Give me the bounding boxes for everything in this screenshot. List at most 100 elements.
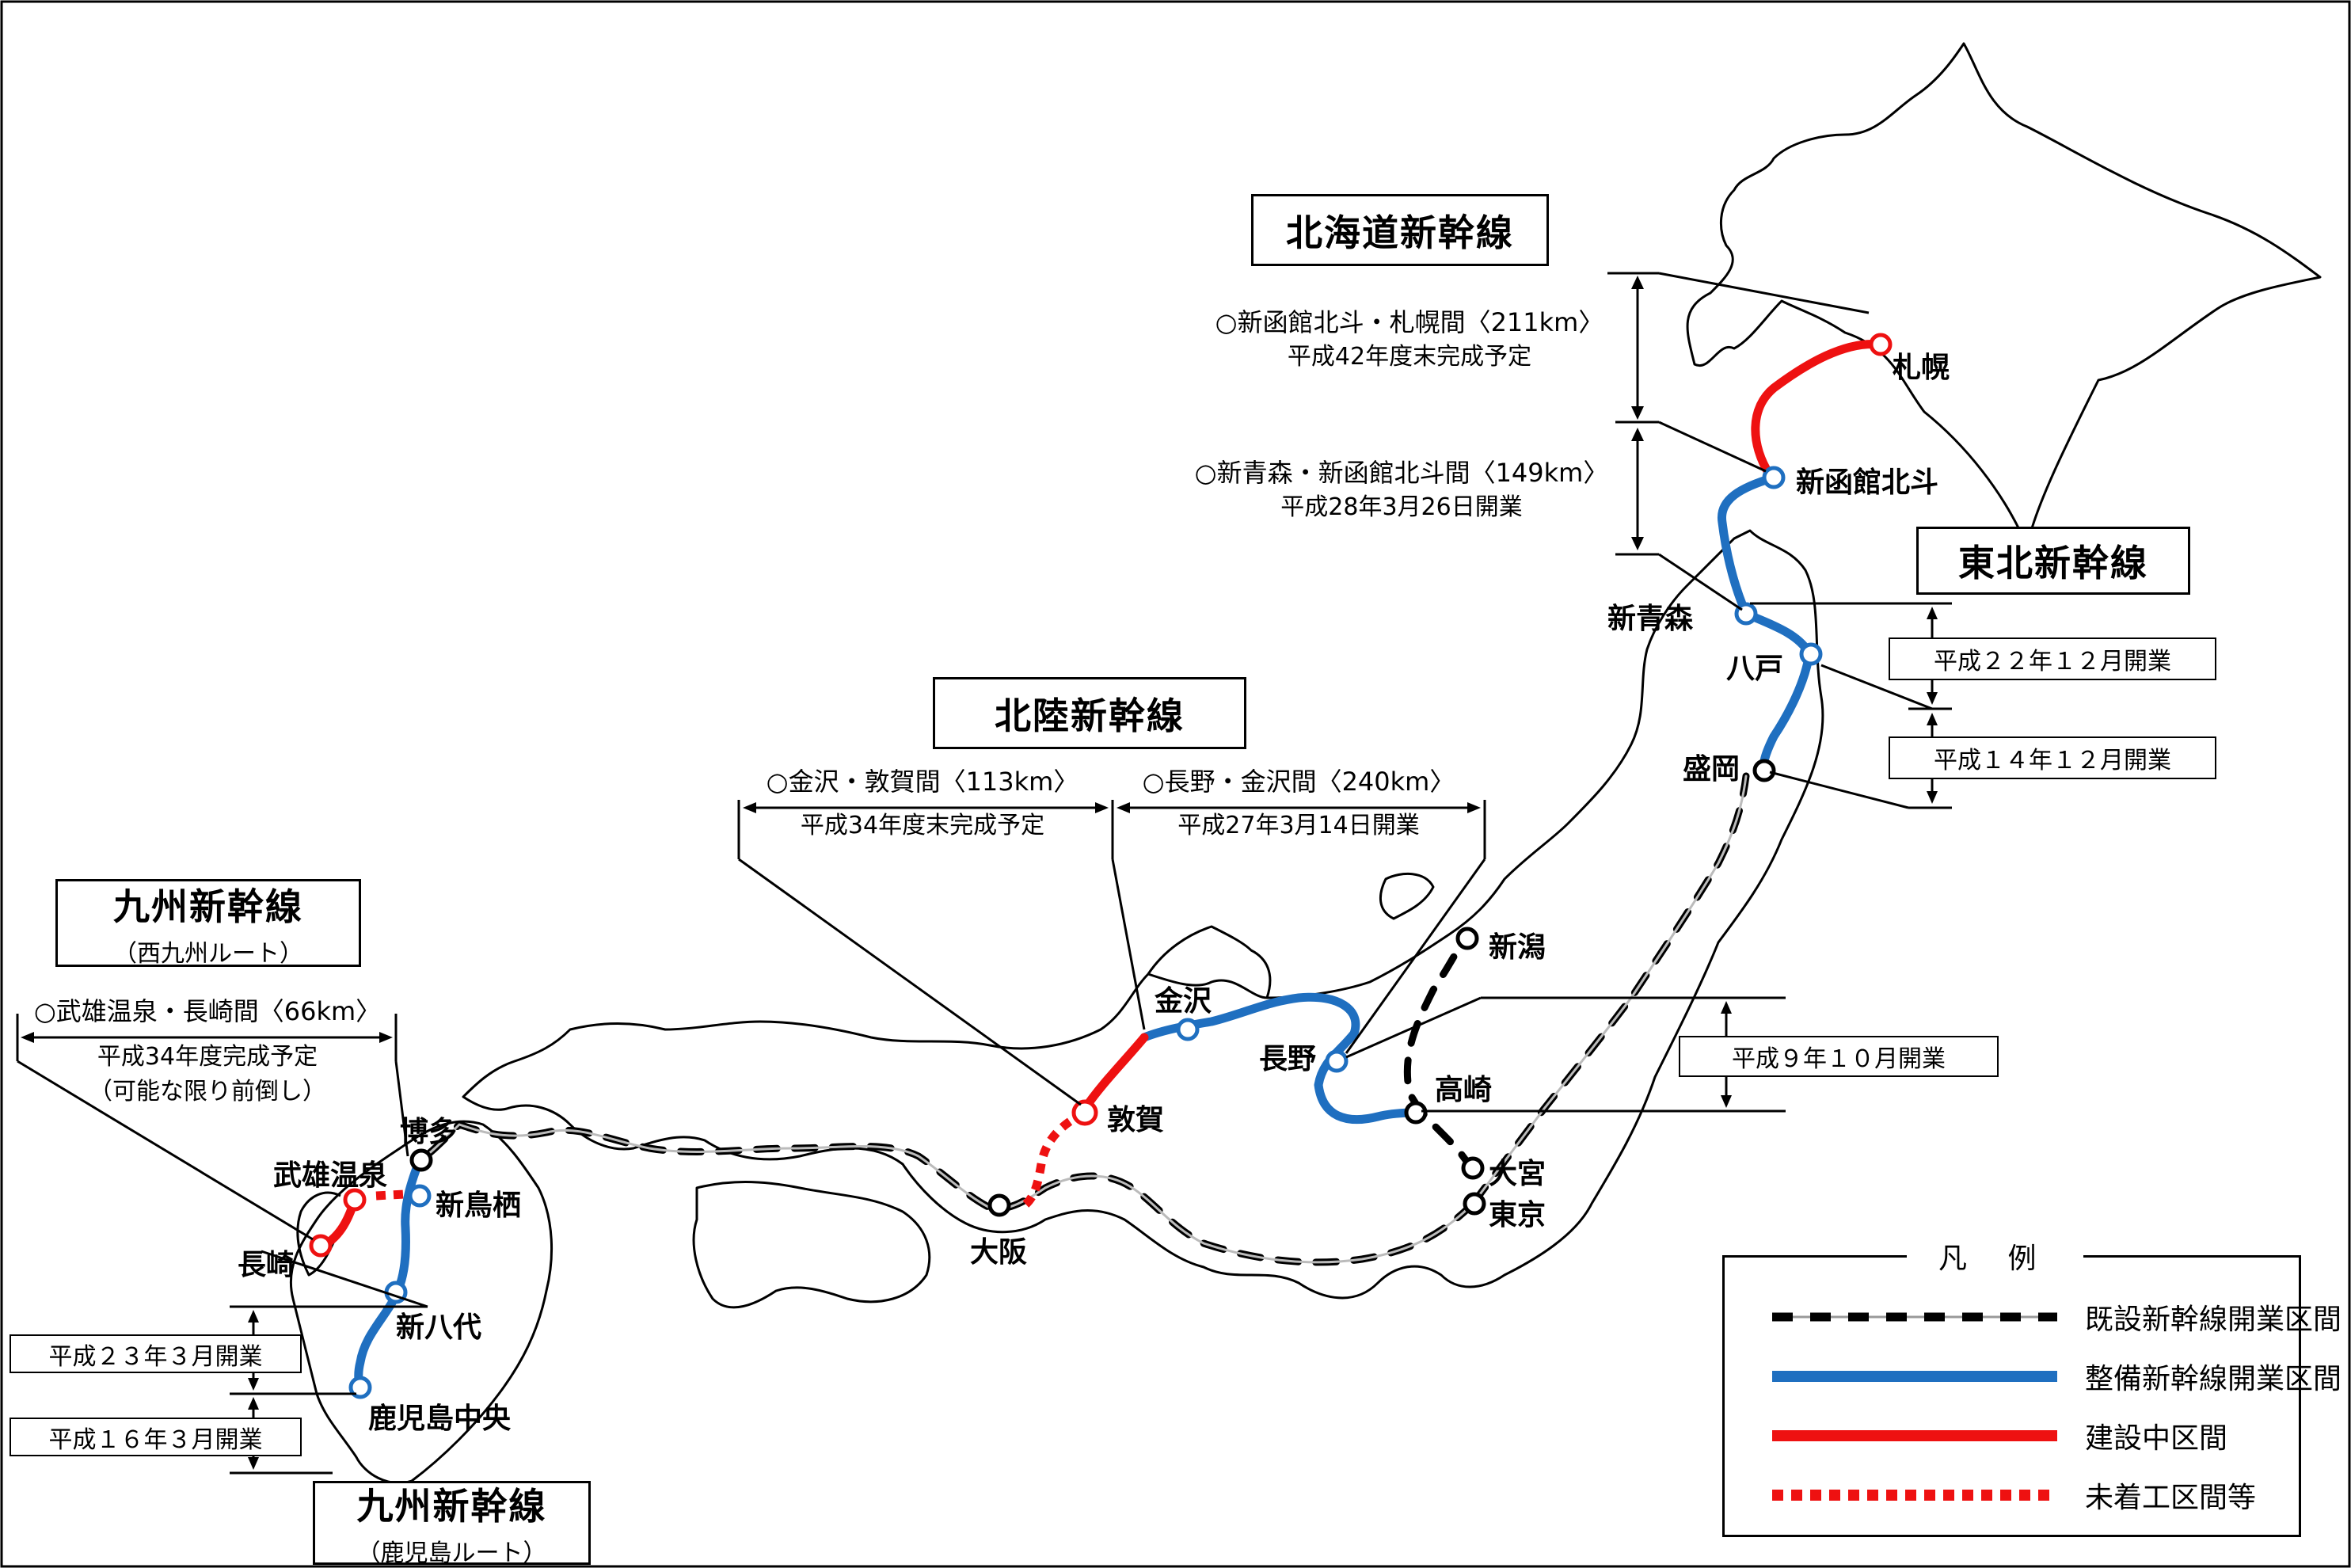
date-box-tohoku-2002: 平成１４年１２月開業 — [1889, 736, 2216, 779]
legend-swatch-construction — [1772, 1430, 2057, 1441]
note-status: 平成42年度末完成予定 — [1287, 343, 1532, 371]
construction-hokkaido — [1751, 339, 1885, 480]
legend-item-opened: 整備新幹線開業区間 — [1772, 1361, 2341, 1395]
note-section: ○金沢・敦賀間〈113km〉 — [766, 767, 1079, 797]
arrowhead — [1927, 713, 1938, 725]
leader-line — [738, 858, 1082, 1106]
marker-kagoshima-chuo — [348, 1376, 372, 1399]
arrowhead — [248, 1378, 259, 1391]
leader-line — [1345, 996, 1482, 1059]
leader-line — [1345, 858, 1486, 1054]
arrowhead — [248, 1457, 259, 1470]
marker-sapporo — [1869, 333, 1893, 356]
note-hakodate: ○新青森・新函館北斗間〈149km〉 平成28年3月26日開業 — [1164, 455, 1639, 525]
marker-omiya — [1461, 1156, 1485, 1180]
arrowhead — [1631, 276, 1644, 289]
leader-line — [261, 1250, 428, 1308]
note-section: ○新青森・新函館北斗間〈149km〉 — [1194, 458, 1609, 488]
note-tsuruga: ○金沢・敦賀間〈113km〉 平成34年度末完成予定 — [736, 764, 1109, 843]
station-label-tokyo: 東京 — [1489, 1199, 1546, 1231]
existing-base-2 — [1471, 774, 1748, 1205]
legend: 凡 例 既設新幹線開業区間 整備新幹線開業区間 建設中区間 未着工区間等 — [1722, 1235, 2341, 1537]
arrowhead — [1095, 802, 1109, 813]
line-title-hokkaido: 北海道新幹線 — [1251, 194, 1549, 266]
marker-osaka — [987, 1193, 1011, 1217]
line-subtitle-text: （鹿児島ルート） — [356, 1539, 547, 1567]
line-title-text: 九州新幹線 — [113, 885, 303, 928]
opened-hokuriku — [1139, 992, 1422, 1125]
note-status-2: （可能な限り前倒し） — [89, 1078, 326, 1106]
marker-kanazawa — [1176, 1018, 1200, 1041]
line-title-text: 九州新幹線 — [356, 1485, 547, 1528]
marker-hakata — [409, 1148, 433, 1172]
legend-swatch-opened — [1772, 1371, 2057, 1382]
arrowhead — [1927, 607, 1938, 619]
leader-lines — [16, 272, 1952, 1475]
marker-niigata — [1455, 927, 1479, 950]
legend-item-existing: 既設新幹線開業区間 — [1772, 1301, 2341, 1336]
shikoku-coast — [692, 1181, 931, 1309]
kyushu-coast — [289, 1120, 554, 1485]
line-title-kyushu-west: 九州新幹線 （西九州ルート） — [55, 879, 361, 968]
leader-line — [1658, 553, 1743, 611]
station-label-tsuruga: 敦賀 — [1107, 1104, 1165, 1136]
date-box-kyushu-2004: 平成１６年３月開業 — [10, 1418, 302, 1456]
leader-line — [1658, 272, 1870, 314]
note-section: ○長野・金沢間〈240km〉 — [1142, 767, 1455, 797]
marker-tsuruga — [1071, 1099, 1098, 1126]
arrowhead — [1631, 406, 1644, 420]
line-title-text: 北陸新幹線 — [995, 694, 1185, 737]
arrowhead — [1927, 791, 1938, 804]
legend-item-unstarted: 未着工区間等 — [1772, 1479, 2256, 1514]
note-status: 平成34年度完成予定 — [97, 1043, 318, 1071]
station-label-shin-hakodate: 新函館北斗 — [1796, 466, 1939, 499]
opened-tohoku — [1741, 609, 1814, 777]
station-label-takasaki: 高崎 — [1435, 1074, 1493, 1106]
date-box-tohoku-2010: 平成２２年１２月開業 — [1889, 637, 2216, 680]
opened-hokkaido — [1717, 473, 1778, 618]
marker-morioka — [1752, 759, 1776, 782]
leader-line — [1111, 858, 1146, 1030]
arrowhead — [248, 1310, 259, 1323]
legend-title: 凡 例 — [1907, 1235, 2084, 1277]
station-label-sapporo: 札幌 — [1893, 352, 1950, 384]
station-markers — [309, 333, 1893, 1399]
station-label-nagasaki: 長崎 — [238, 1249, 295, 1281]
existing-tohoku — [1469, 772, 1750, 1208]
station-label-shin-tosu: 新鳥栖 — [436, 1189, 522, 1222]
date-box-kyushu-2011: 平成２３年３月開業 — [10, 1334, 302, 1373]
note-status: 平成28年3月26日開業 — [1280, 493, 1523, 521]
station-label-hachinohe: 八戸 — [1726, 653, 1784, 685]
existing-lines — [416, 772, 1750, 1266]
legend-label: 未着工区間等 — [2085, 1482, 2257, 1514]
unstarted-lines — [375, 1109, 1087, 1212]
station-label-takeo-onsen: 武雄温泉 — [273, 1159, 388, 1192]
station-label-osaka: 大阪 — [970, 1236, 1028, 1269]
marker-nagano — [1325, 1049, 1349, 1073]
noto-coast — [1147, 925, 1272, 999]
station-label-omiya: 大宮 — [1489, 1158, 1546, 1190]
leader-line — [394, 1060, 409, 1157]
existing-tokaido-sanyo — [416, 1121, 1477, 1266]
arrowhead — [1721, 1001, 1732, 1014]
honshu-coast — [462, 529, 1824, 1300]
note-sapporo: ○新函館北斗・札幌間〈211km〉 平成42年度末完成予定 — [1188, 305, 1631, 375]
legend-label: 建設中区間 — [2085, 1422, 2228, 1455]
date-box-nagano-1997: 平成９年１０月開業 — [1679, 1036, 1999, 1077]
unstarted-nishikyushu — [375, 1189, 405, 1201]
line-title-text: 北海道新幹線 — [1286, 211, 1514, 254]
leader-line — [17, 1060, 314, 1241]
unstarted-hokuriku — [1018, 1109, 1087, 1212]
station-label-hakata: 博多 — [400, 1116, 458, 1148]
leader-line — [1820, 664, 1933, 710]
legend-item-construction: 建設中区間 — [1772, 1420, 2227, 1455]
opened-lines — [354, 473, 1814, 1395]
station-label-morioka: 盛岡 — [1683, 753, 1740, 786]
station-label-nagano: 長野 — [1259, 1043, 1317, 1075]
arrowhead — [21, 1032, 34, 1043]
station-label-kanazawa: 金沢 — [1155, 985, 1212, 1018]
arrowhead — [379, 1032, 393, 1043]
station-label-shin-yatsushiro: 新八代 — [396, 1311, 482, 1344]
